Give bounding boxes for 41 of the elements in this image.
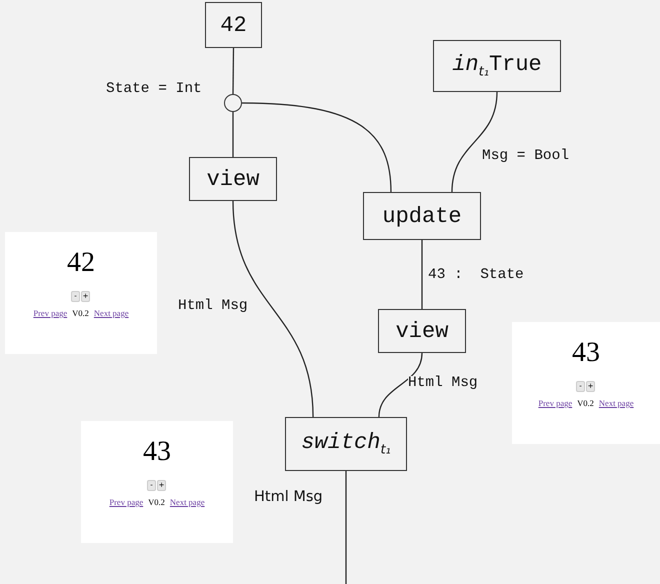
function-box: [363, 192, 481, 240]
input-box: [433, 40, 561, 92]
connector-line: [378, 352, 423, 418]
box-label: in$_{t₁}$True: [452, 52, 542, 80]
page-card: [5, 232, 157, 354]
circle-junction: [224, 94, 242, 112]
connector-line: [421, 240, 423, 309]
prev-page-link: Prev page: [109, 497, 144, 507]
connector-line: [232, 200, 314, 418]
edge-label: Html Msg: [178, 299, 248, 314]
type-annotation: State = Int: [106, 82, 202, 96]
next-page-link: Next page: [598, 398, 634, 408]
edge-label: Msg = Bool: [482, 149, 570, 164]
box-label: switch$_{t₁}$: [301, 430, 391, 458]
page-card: [512, 322, 660, 444]
prev-page-link: Prev page: [33, 308, 68, 318]
version-text: V0.2: [577, 398, 594, 408]
box-label: view: [396, 318, 448, 344]
version-text: V0.2: [72, 308, 89, 318]
function-box: [378, 309, 466, 353]
connector-line: [345, 471, 347, 584]
next-page-link: Next page: [94, 308, 129, 318]
version-text: V0.2: [148, 497, 165, 507]
page-number: 42: [66, 246, 96, 280]
function-box: [189, 157, 277, 201]
prev-page-link: Prev page: [538, 398, 572, 408]
page-number: 43: [142, 435, 172, 469]
box-label: update: [382, 204, 462, 228]
value-box: [205, 2, 262, 48]
box-label: view: [206, 166, 260, 192]
page-card: [81, 421, 233, 543]
page-number: 43: [571, 336, 601, 370]
next-page-link: Next page: [170, 497, 205, 507]
switch-box: [285, 417, 407, 471]
connector-line: [232, 112, 234, 157]
connector-line: [451, 92, 498, 192]
connector-line: [242, 102, 392, 192]
edge-label: Html Msg: [408, 376, 478, 390]
box-label: 42: [220, 12, 247, 38]
edge-label: Html Msg: [254, 490, 323, 504]
connector-line: [232, 48, 234, 94]
